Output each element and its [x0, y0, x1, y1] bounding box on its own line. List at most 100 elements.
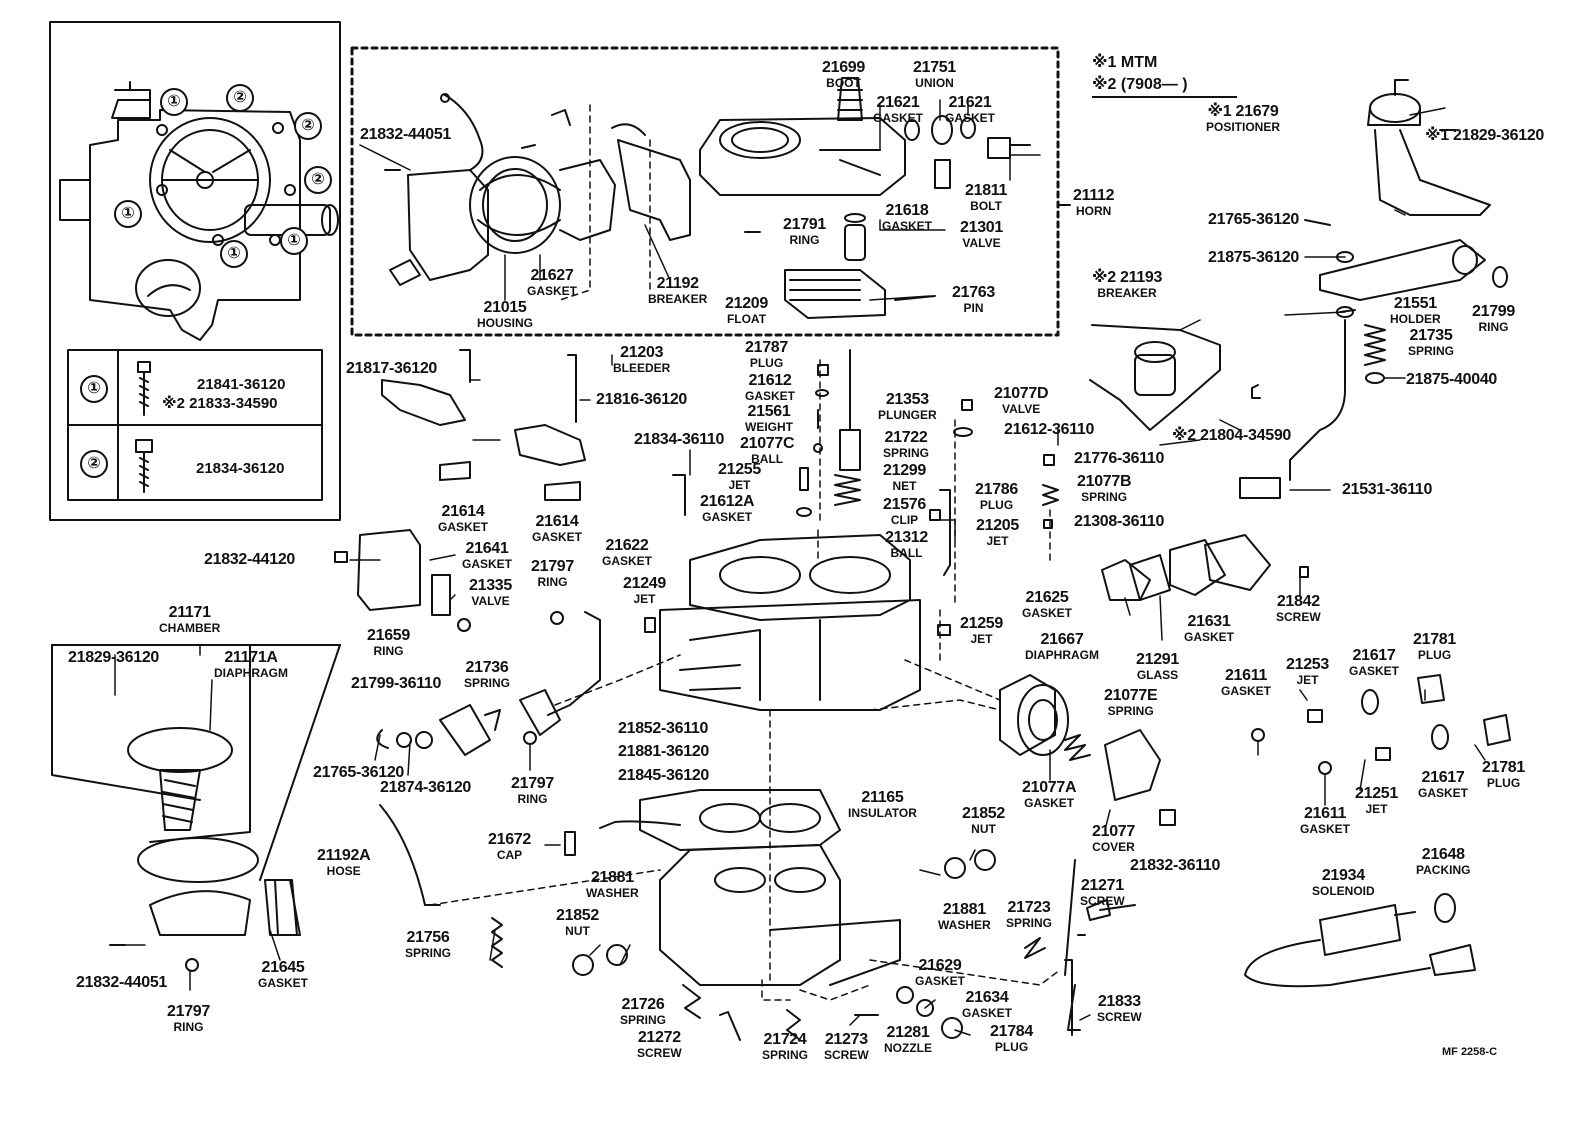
part-label: 21832-44051 — [76, 974, 168, 991]
legend-symbol-2: ② — [80, 450, 108, 478]
overlay-symbol: ① — [220, 240, 248, 268]
part-label: 21816-36120 — [596, 391, 688, 408]
part-label: 21776-36110 — [1074, 450, 1165, 467]
part-label: 21832-44051 — [360, 126, 452, 143]
inset-panel — [49, 21, 341, 521]
legend-part-b: ※2 21833-34590 — [162, 395, 278, 412]
part-label: 21765-36120 — [1208, 211, 1300, 228]
part-label: 21612-36110 — [1004, 421, 1095, 438]
chamber-assembly — [51, 644, 341, 936]
part-label: 21765-36120 — [313, 764, 405, 781]
part-label: 21845-36120 — [618, 767, 710, 784]
part-label: 21799-36110 — [351, 675, 442, 692]
needle-valve — [844, 213, 866, 261]
spring-21735 — [1364, 324, 1386, 366]
housing-assembly — [389, 93, 616, 286]
reference-code: MF 2258-C — [1442, 1046, 1498, 1058]
small-hardware — [109, 109, 1511, 1041]
overlay-symbol: ② — [294, 112, 322, 140]
insulator-plate — [639, 789, 841, 851]
part-label: 21834-36110 — [634, 431, 725, 448]
part-label: ※1 21829-36120 — [1425, 127, 1545, 144]
part-label: 21817-36120 — [346, 360, 438, 377]
part-label: 21875-36120 — [1208, 249, 1300, 266]
part-label: 21881-36120 — [618, 743, 710, 760]
holder-bracket — [1239, 239, 1486, 499]
overlay-symbol: ② — [304, 166, 332, 194]
part-label: 21875-40040 — [1406, 371, 1498, 388]
positioner-assembly — [1367, 79, 1491, 216]
note-mtm: ※1 MTM — [1092, 54, 1158, 71]
carburetor-body — [659, 534, 921, 711]
legend-part-a: 21841-36120 — [197, 376, 286, 393]
part-label: 21531-36110 — [1342, 481, 1433, 498]
dashed-assembly-lines — [429, 104, 1061, 1001]
part-label: 21832-44120 — [204, 551, 296, 568]
overlay-symbol: ① — [114, 200, 142, 228]
part-label: 21852-36110 — [618, 720, 709, 737]
legend-part-2: 21834-36120 — [196, 460, 285, 477]
inset-bolt-2 — [135, 439, 153, 493]
legend-symbol-1: ① — [80, 375, 108, 403]
throttle-body — [659, 844, 901, 986]
